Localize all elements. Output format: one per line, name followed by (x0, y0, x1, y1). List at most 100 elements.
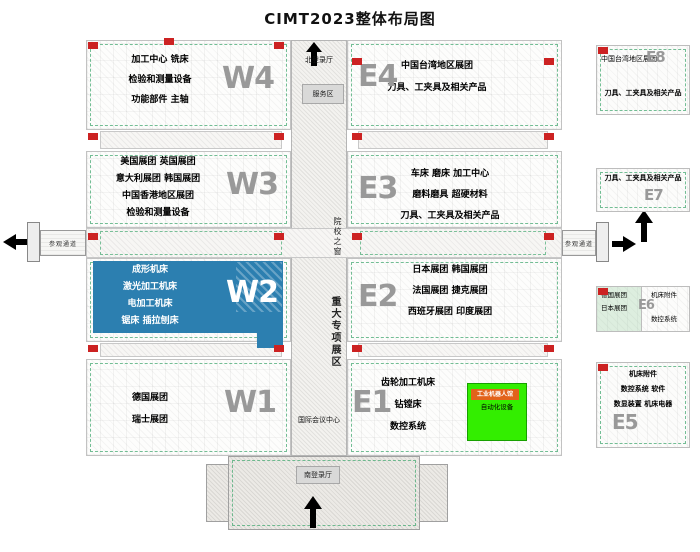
e2-line: 法国展团 捷克展团 (412, 286, 488, 296)
w4-line: 检验和测量设备 (128, 75, 192, 85)
south-entrance-arrow-icon (304, 496, 322, 528)
red-tag (352, 345, 362, 352)
page-title: CIMT2023整体布局图 (264, 10, 436, 28)
red-tag (544, 233, 554, 240)
red-tag (274, 345, 284, 352)
red-tag (274, 233, 284, 240)
red-tag (598, 47, 608, 54)
e6-left-line: 日本展团 (601, 304, 627, 312)
service-area: 服务区 (302, 84, 344, 104)
e3-id: E3 (358, 171, 398, 206)
e7-id: E7 (644, 186, 664, 204)
w3-line: 美国展团 英国展团 (120, 157, 196, 167)
e5-line: 数显装置 机床电器 (613, 400, 673, 408)
e6-right-line: 机床附件 (651, 291, 677, 299)
e8-line1: 中国台湾地区展团 (601, 55, 657, 63)
west-passage-label: 参观通道 (48, 241, 77, 248)
red-tag (352, 58, 362, 65)
red-tag (88, 42, 98, 49)
east-gate-arrow-icon (612, 236, 636, 252)
visitor-corridor-band (86, 228, 562, 258)
e6-id: E6 (638, 298, 655, 313)
e3-line: 磨料磨具 超硬材料 (412, 190, 488, 200)
hall-w2-hatch (236, 262, 282, 312)
e3-line: 车床 磨床 加工中心 (410, 169, 490, 179)
w2-line: 成形机床 (131, 265, 169, 275)
e3-line: 刀具、工夹具及相关产品 (400, 211, 500, 221)
e6-right-line: 数控系统 (651, 315, 677, 323)
north-gate-label: 北登录厅 (305, 56, 333, 64)
robot-zone-label: 自动化设备 (480, 403, 514, 411)
red-tag (164, 38, 174, 45)
w1-id: W1 (224, 385, 277, 420)
south-building-west-wing (206, 464, 230, 522)
w3-id: W3 (226, 167, 279, 202)
red-tag (598, 364, 608, 371)
conference-center-label: 国际会议中心 (298, 416, 340, 424)
east-gate (596, 222, 609, 262)
w3-line: 意大利展团 韩国展团 (115, 174, 201, 184)
red-tag (274, 42, 284, 49)
e4-line: 刀具、工夹具及相关产品 (387, 83, 487, 93)
e7-line1: 刀具、工夹具及相关产品 (604, 174, 682, 182)
band-grid-east (360, 231, 546, 255)
w1-line: 瑞士展团 (131, 415, 169, 425)
red-tag (88, 345, 98, 352)
e5-line: 数控系统 软件 (620, 385, 666, 393)
w3-line: 检验和测量设备 (126, 208, 190, 218)
south-building-east-wing (418, 464, 448, 522)
red-tag (88, 133, 98, 140)
hall-e2 (347, 258, 562, 342)
band-grid-west (100, 231, 282, 255)
w4-line: 功能部件 主轴 (131, 95, 189, 105)
robot-zone-tag: 工业机器人馆 (471, 389, 519, 400)
connector-strip-sw (100, 343, 282, 357)
e4-line: 中国台湾地区展团 (400, 61, 474, 71)
e8-line2: 刀具、工夹具及相关产品 (604, 89, 682, 97)
w4-line: 加工中心 铣床 (131, 55, 189, 65)
red-tag (544, 345, 554, 352)
e1-line: 齿轮加工机床 (380, 378, 436, 388)
east-up-arrow-icon (635, 210, 653, 242)
e6-left-line: 德国展团 (601, 291, 627, 299)
w4-id: W4 (222, 61, 275, 96)
hall-w1 (86, 359, 291, 456)
north-entrance-arrow-icon (306, 42, 322, 66)
e2-line: 日本展团 韩国展团 (412, 265, 488, 275)
e8-id: E8 (646, 48, 666, 66)
south-gate-label: 南登录厅 (296, 466, 340, 484)
hall-e8 (596, 45, 690, 115)
west-gate-arrow-icon (3, 234, 27, 250)
east-passage: 参观通道 (562, 230, 596, 256)
south-building (228, 456, 420, 530)
west-gate (27, 222, 40, 262)
hall-e6 (596, 286, 690, 332)
red-tag (544, 133, 554, 140)
e1-id: E1 (352, 385, 392, 420)
red-tag (352, 233, 362, 240)
e2-id: E2 (358, 279, 398, 314)
red-tag (88, 233, 98, 240)
e5-line: 机床附件 (629, 370, 657, 378)
major-projects-label: 重大专项展区 (329, 296, 340, 368)
e2-line: 西班牙展团 印度展团 (407, 307, 493, 317)
red-tag (598, 288, 608, 295)
e4-id: E4 (358, 59, 398, 94)
w3-line: 中国香港地区展团 (121, 191, 195, 201)
e5-id: E5 (612, 410, 639, 434)
w2-line: 激光加工机床 (122, 282, 178, 292)
hall-w3 (86, 151, 291, 228)
e1-line: 钻镗床 (394, 400, 422, 410)
east-passage-label: 参观通道 (564, 241, 593, 248)
red-tag (544, 58, 554, 65)
connector-strip-ne (358, 131, 548, 149)
hall-w2-highlight (93, 261, 283, 333)
w1-line: 德国展团 (131, 393, 169, 403)
connector-strip-nw (100, 131, 282, 149)
hall-w4 (86, 40, 291, 130)
west-passage: 参观通道 (40, 230, 86, 256)
hall-e4 (347, 40, 562, 130)
w2-id: W2 (226, 275, 279, 310)
w2-line: 锯床 插拉刨床 (121, 316, 179, 326)
